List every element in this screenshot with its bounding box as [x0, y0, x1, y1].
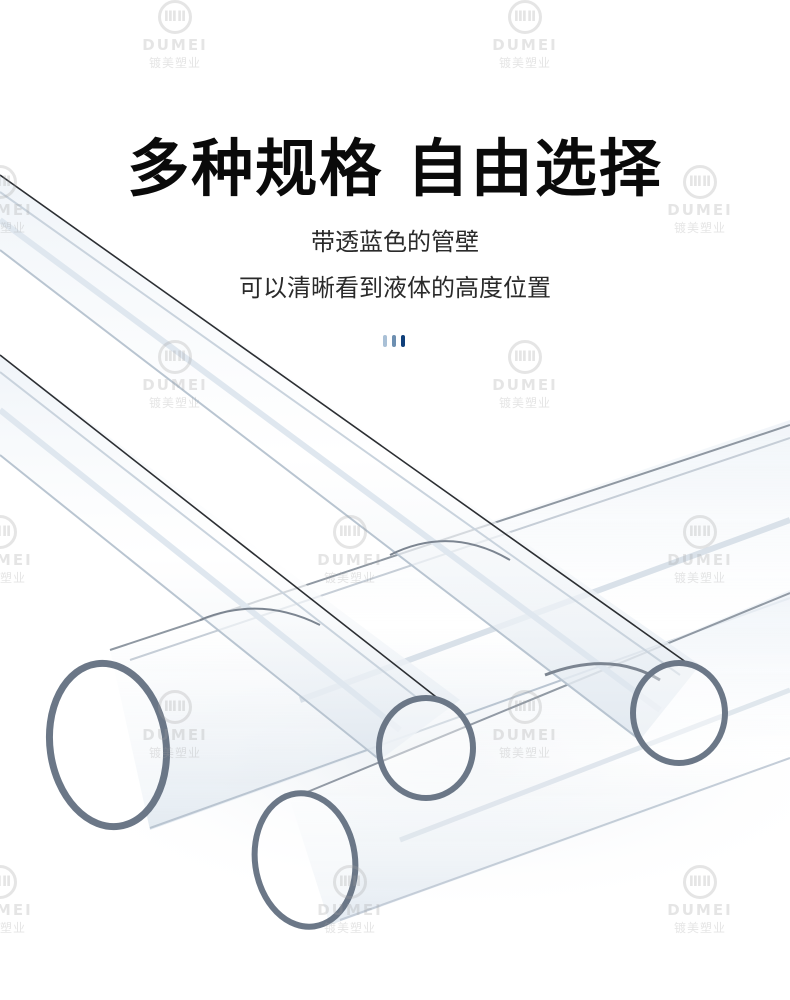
tube-rim-small-left: [376, 695, 476, 801]
slide-indicator: [383, 335, 405, 347]
tube-rim-right: [630, 660, 728, 766]
tube-rim-large-bottom: [251, 790, 359, 930]
subtitle-line-2: 可以清晰看到液体的高度位置: [239, 274, 551, 302]
page-headline: 多种规格 自由选择: [127, 132, 663, 205]
indicator-bar-2: [392, 335, 396, 347]
tube-upper-diagonal: [0, 174, 700, 741]
tube-left-diagonal: [0, 354, 460, 761]
subtitle-line-1: 带透蓝色的管壁: [311, 228, 479, 256]
tube-rim-large-left: [45, 659, 171, 831]
indicator-bar-1: [383, 335, 387, 347]
indicator-bar-3: [401, 335, 405, 347]
